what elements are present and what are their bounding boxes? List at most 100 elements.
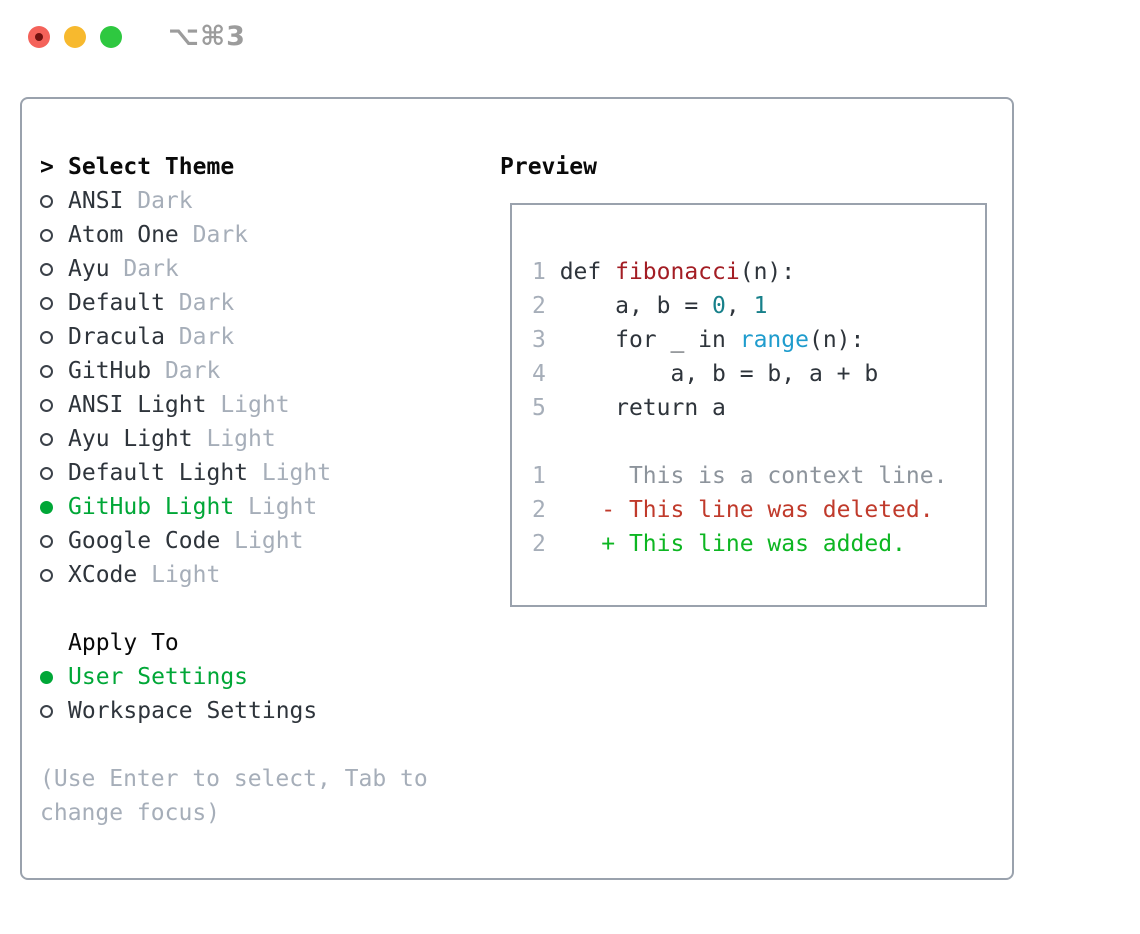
- code-token: 0: [712, 293, 726, 319]
- diff-line-deleted: 2 - This line was deleted.: [532, 493, 985, 527]
- select-theme-header: > Select Theme: [40, 150, 460, 184]
- hint-text: (Use Enter to select, Tab to change focu…: [40, 766, 428, 826]
- line-number: 5: [532, 395, 560, 421]
- radio-icon: [40, 398, 68, 412]
- theme-variant-label: Dark: [164, 324, 235, 350]
- zoom-button[interactable]: [100, 26, 122, 48]
- line-number: 1: [532, 259, 560, 285]
- theme-option-google-code[interactable]: Google Code Light: [40, 524, 460, 558]
- theme-option-ayu-light[interactable]: Ayu Light Light: [40, 422, 460, 456]
- theme-option-xcode[interactable]: XCode Light: [40, 558, 460, 592]
- radio-icon: [40, 568, 68, 582]
- radio-icon: [40, 330, 68, 344]
- line-number: 3: [532, 327, 560, 353]
- preview-title: Preview: [500, 154, 597, 180]
- theme-option-github[interactable]: GitHub Dark: [40, 354, 460, 388]
- theme-variant-label: Dark: [109, 256, 179, 282]
- theme-name: Google Code: [68, 528, 221, 554]
- theme-variant-label: Light: [192, 426, 276, 452]
- theme-name: ANSI Light: [68, 392, 207, 418]
- theme-name: GitHub Light: [68, 494, 235, 520]
- radio-icon: [40, 534, 68, 548]
- section-gap: [40, 728, 460, 762]
- apply-option-label: User Settings: [68, 664, 249, 690]
- code-token: range: [739, 327, 809, 353]
- theme-option-ayu[interactable]: Ayu Dark: [40, 252, 460, 286]
- code-token: return a: [559, 395, 726, 421]
- theme-variant-label: Dark: [151, 358, 221, 384]
- theme-option-atom-one[interactable]: Atom One Dark: [40, 218, 460, 252]
- theme-name: XCode: [68, 562, 138, 588]
- theme-name: Dracula: [68, 324, 165, 350]
- code-line: 1 def fibonacci(n):: [532, 255, 985, 289]
- minimize-button[interactable]: [64, 26, 86, 48]
- selection-caret-icon: >: [40, 154, 54, 180]
- unsaved-indicator-dot: [35, 33, 43, 41]
- code-token: (n):: [808, 327, 865, 353]
- theme-name: Default Light: [68, 460, 249, 486]
- theme-option-default[interactable]: Default Dark: [40, 286, 460, 320]
- theme-option-ansi[interactable]: ANSI Dark: [40, 184, 460, 218]
- theme-name: Atom One: [68, 222, 179, 248]
- radio-icon: [40, 262, 68, 276]
- radio-selected-icon: [40, 500, 68, 514]
- theme-variant-label: Dark: [164, 290, 235, 316]
- diff-text: This is a context line.: [559, 463, 948, 489]
- theme-variant-label: Light: [248, 460, 332, 486]
- code-line: 4 a, b = b, a + b: [532, 357, 985, 391]
- radio-icon: [40, 432, 68, 446]
- theme-option-github-light[interactable]: GitHub Light Light: [40, 490, 460, 524]
- diff-line-added: 2 + This line was added.: [532, 527, 985, 561]
- radio-icon: [40, 296, 68, 310]
- theme-option-ansi-light[interactable]: ANSI Light Light: [40, 388, 460, 422]
- theme-variant-label: Dark: [123, 188, 193, 214]
- theme-variant-label: Light: [206, 392, 290, 418]
- theme-name: Ayu: [68, 256, 110, 282]
- code-token: a, b = b, a + b: [559, 361, 879, 387]
- close-button[interactable]: [28, 26, 50, 48]
- code-line: 3 for _ in range(n):: [532, 323, 985, 357]
- theme-option-default-light[interactable]: Default Light Light: [40, 456, 460, 490]
- diff-text: - This line was deleted.: [559, 497, 934, 523]
- theme-name: Ayu Light: [68, 426, 193, 452]
- apply-to-title: Apply To: [68, 630, 179, 656]
- line-number: 4: [532, 361, 560, 387]
- line-number: 2: [532, 293, 560, 319]
- apply-option-user-settings[interactable]: User Settings: [40, 660, 460, 694]
- select-theme-title: Select Theme: [68, 154, 235, 180]
- theme-name: GitHub: [68, 358, 152, 384]
- line-number: 2: [532, 497, 560, 523]
- radio-icon: [40, 228, 68, 242]
- theme-variant-label: Light: [234, 494, 318, 520]
- code-token: 1: [753, 293, 768, 319]
- code-token: for _ in: [559, 327, 740, 353]
- line-number: 1: [532, 463, 560, 489]
- code-token: (n):: [739, 259, 796, 285]
- code-token: ,: [725, 293, 754, 319]
- code-token: def: [559, 259, 616, 285]
- titlebar: ⌥⌘3: [0, 0, 1140, 74]
- radio-icon: [40, 704, 68, 718]
- code-diff-gap: [532, 425, 985, 459]
- code-token: a, b =: [559, 293, 713, 319]
- code-line: 2 a, b = 0, 1: [532, 289, 985, 323]
- theme-name: ANSI: [68, 188, 124, 214]
- radio-icon: [40, 194, 68, 208]
- theme-name: Default: [68, 290, 165, 316]
- theme-variant-label: Dark: [178, 222, 249, 248]
- line-number: 2: [532, 531, 560, 557]
- theme-variant-label: Light: [220, 528, 304, 554]
- radio-selected-icon: [40, 670, 68, 684]
- theme-option-dracula[interactable]: Dracula Dark: [40, 320, 460, 354]
- code-line: 5 return a: [532, 391, 985, 425]
- diff-preview: 1 This is a context line. 2 - This line w…: [532, 459, 985, 561]
- apply-option-workspace-settings[interactable]: Workspace Settings: [40, 694, 460, 728]
- section-gap: [40, 592, 460, 626]
